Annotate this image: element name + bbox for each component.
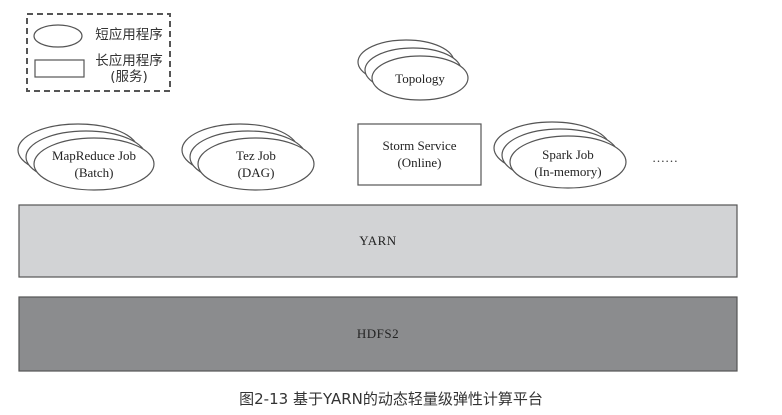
spark-job-label: Spark Job (In-memory) (510, 146, 626, 180)
mapreduce-job-name: MapReduce Job (51, 148, 137, 163)
legend-box (26, 13, 171, 92)
storm-service-label: Storm Service (Online) (358, 137, 481, 171)
storm-service-box (357, 123, 482, 186)
legend-long-app-label-line2: (服务) (110, 69, 148, 85)
tez-job-stack (181, 123, 315, 191)
yarn-layer-label: YARN (359, 233, 397, 248)
tez-job-type: (DAG) (237, 165, 275, 180)
legend-short-app-label: 短应用程序 (95, 27, 163, 43)
spark-job-stack (493, 121, 627, 189)
topology-label: Topology (395, 71, 445, 86)
topology-stack (357, 39, 469, 101)
hdfs-layer-label: HDFS2 (356, 326, 400, 341)
legend-long-app-label-line1: 长应用程序 (95, 53, 163, 69)
more-apps-ellipsis: …… (652, 150, 678, 165)
tez-job-name: Tez Job (236, 148, 276, 163)
hdfs-layer-box (18, 296, 738, 372)
mapreduce-job-stack (17, 123, 155, 191)
legend-long-app-symbol (34, 59, 85, 78)
storm-service-name: Storm Service (382, 138, 457, 153)
yarn-layer-box (18, 204, 738, 278)
legend-short-app-symbol (33, 24, 83, 48)
spark-job-name: Spark Job (542, 147, 594, 162)
mapreduce-job-type: (Batch) (74, 165, 114, 180)
storm-service-mode: (Online) (397, 155, 442, 170)
mapreduce-job-label: MapReduce Job (Batch) (34, 147, 154, 181)
figure-caption: 图2-13 基于YARN的动态轻量级弹性计算平台 (239, 390, 543, 408)
tez-job-label: Tez Job (DAG) (198, 147, 314, 181)
legend-long-app-label: 长应用程序 (服务) (90, 53, 168, 85)
spark-job-type: (In-memory) (534, 164, 602, 179)
